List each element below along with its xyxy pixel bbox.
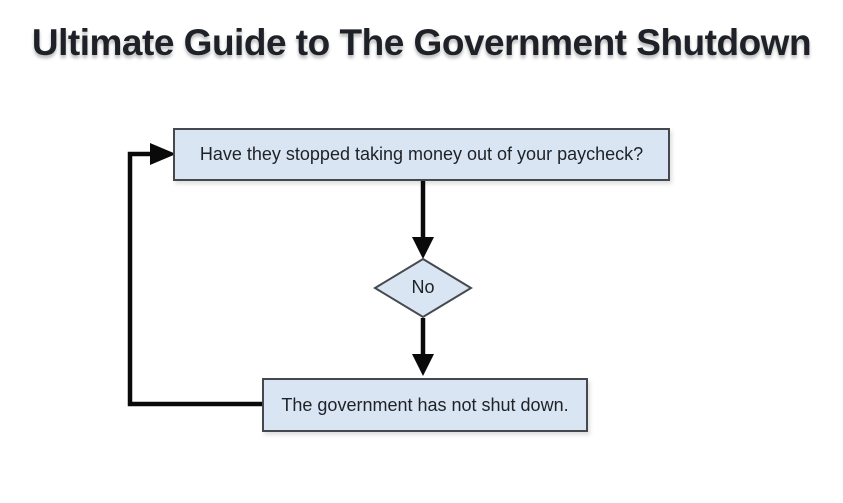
arrowhead-down-icon [412,237,434,259]
page-title: Ultimate Guide to The Government Shutdow… [31,22,812,63]
question-box: Have they stopped taking money out of yo… [173,128,670,181]
arrowhead-right-icon [150,143,176,165]
question-box-label: Have they stopped taking money out of yo… [199,144,644,164]
decision-diamond-shape [373,257,473,319]
decision-diamond-label: No [411,277,435,297]
result-box: The government has not shut down. [262,378,588,432]
result-box-label: The government has not shut down. [281,394,569,415]
arrowhead-down-icon [412,354,434,376]
connector-loop-back [127,151,262,407]
